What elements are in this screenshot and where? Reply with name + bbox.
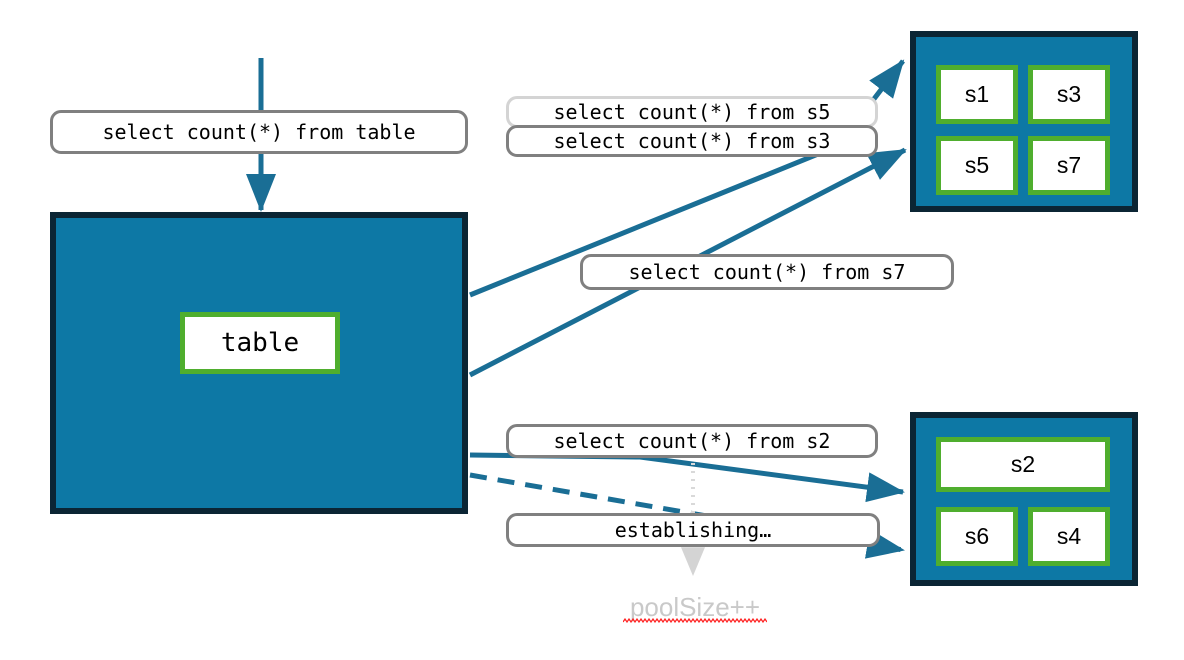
query-label-s3[interactable]: select count(*) from s3 — [506, 125, 878, 157]
query-label-s2[interactable]: select count(*) from s2 — [506, 424, 878, 458]
server-node-s2-label: s2 — [1010, 451, 1036, 477]
server-node-s3[interactable]: s3 — [1028, 65, 1110, 124]
server-node-s5[interactable]: s5 — [936, 136, 1018, 195]
server-node-s3-label: s3 — [1056, 81, 1082, 107]
table-node[interactable]: table — [180, 312, 340, 374]
edge-database-to-pool-bottom-solid — [469, 452, 905, 503]
server-node-s6-label: s6 — [964, 523, 990, 549]
query-label-table[interactable]: select count(*) from table — [50, 110, 468, 154]
server-node-s2[interactable]: s2 — [936, 437, 1110, 492]
query-label-s7[interactable]: select count(*) from s7 — [580, 254, 954, 290]
query-label-s2-text: select count(*) from s2 — [553, 429, 831, 453]
server-node-s1[interactable]: s1 — [936, 65, 1018, 124]
query-label-table-text: select count(*) from table — [102, 120, 416, 144]
query-label-s5[interactable]: select count(*) from s5 — [506, 96, 878, 128]
spellcheck-underline-icon — [623, 618, 767, 623]
server-node-s4-label: s4 — [1056, 523, 1082, 549]
query-label-s3-text: select count(*) from s3 — [553, 129, 831, 153]
server-node-s1-label: s1 — [964, 81, 990, 107]
server-node-s5-label: s5 — [964, 152, 990, 178]
status-label-establishing-text: establishing… — [614, 518, 772, 542]
poolsize-annotation-text: poolSize++ — [629, 592, 761, 622]
server-node-s4[interactable]: s4 — [1028, 507, 1110, 566]
query-label-s5-text: select count(*) from s5 — [553, 100, 831, 124]
server-node-s6[interactable]: s6 — [936, 507, 1018, 566]
server-node-s7[interactable]: s7 — [1028, 136, 1110, 195]
server-node-s7-label: s7 — [1056, 152, 1082, 178]
query-label-s7-text: select count(*) from s7 — [628, 260, 906, 284]
table-node-label: table — [220, 328, 300, 358]
poolsize-annotation: poolSize++ — [590, 592, 800, 623]
status-label-establishing[interactable]: establishing… — [506, 513, 880, 547]
